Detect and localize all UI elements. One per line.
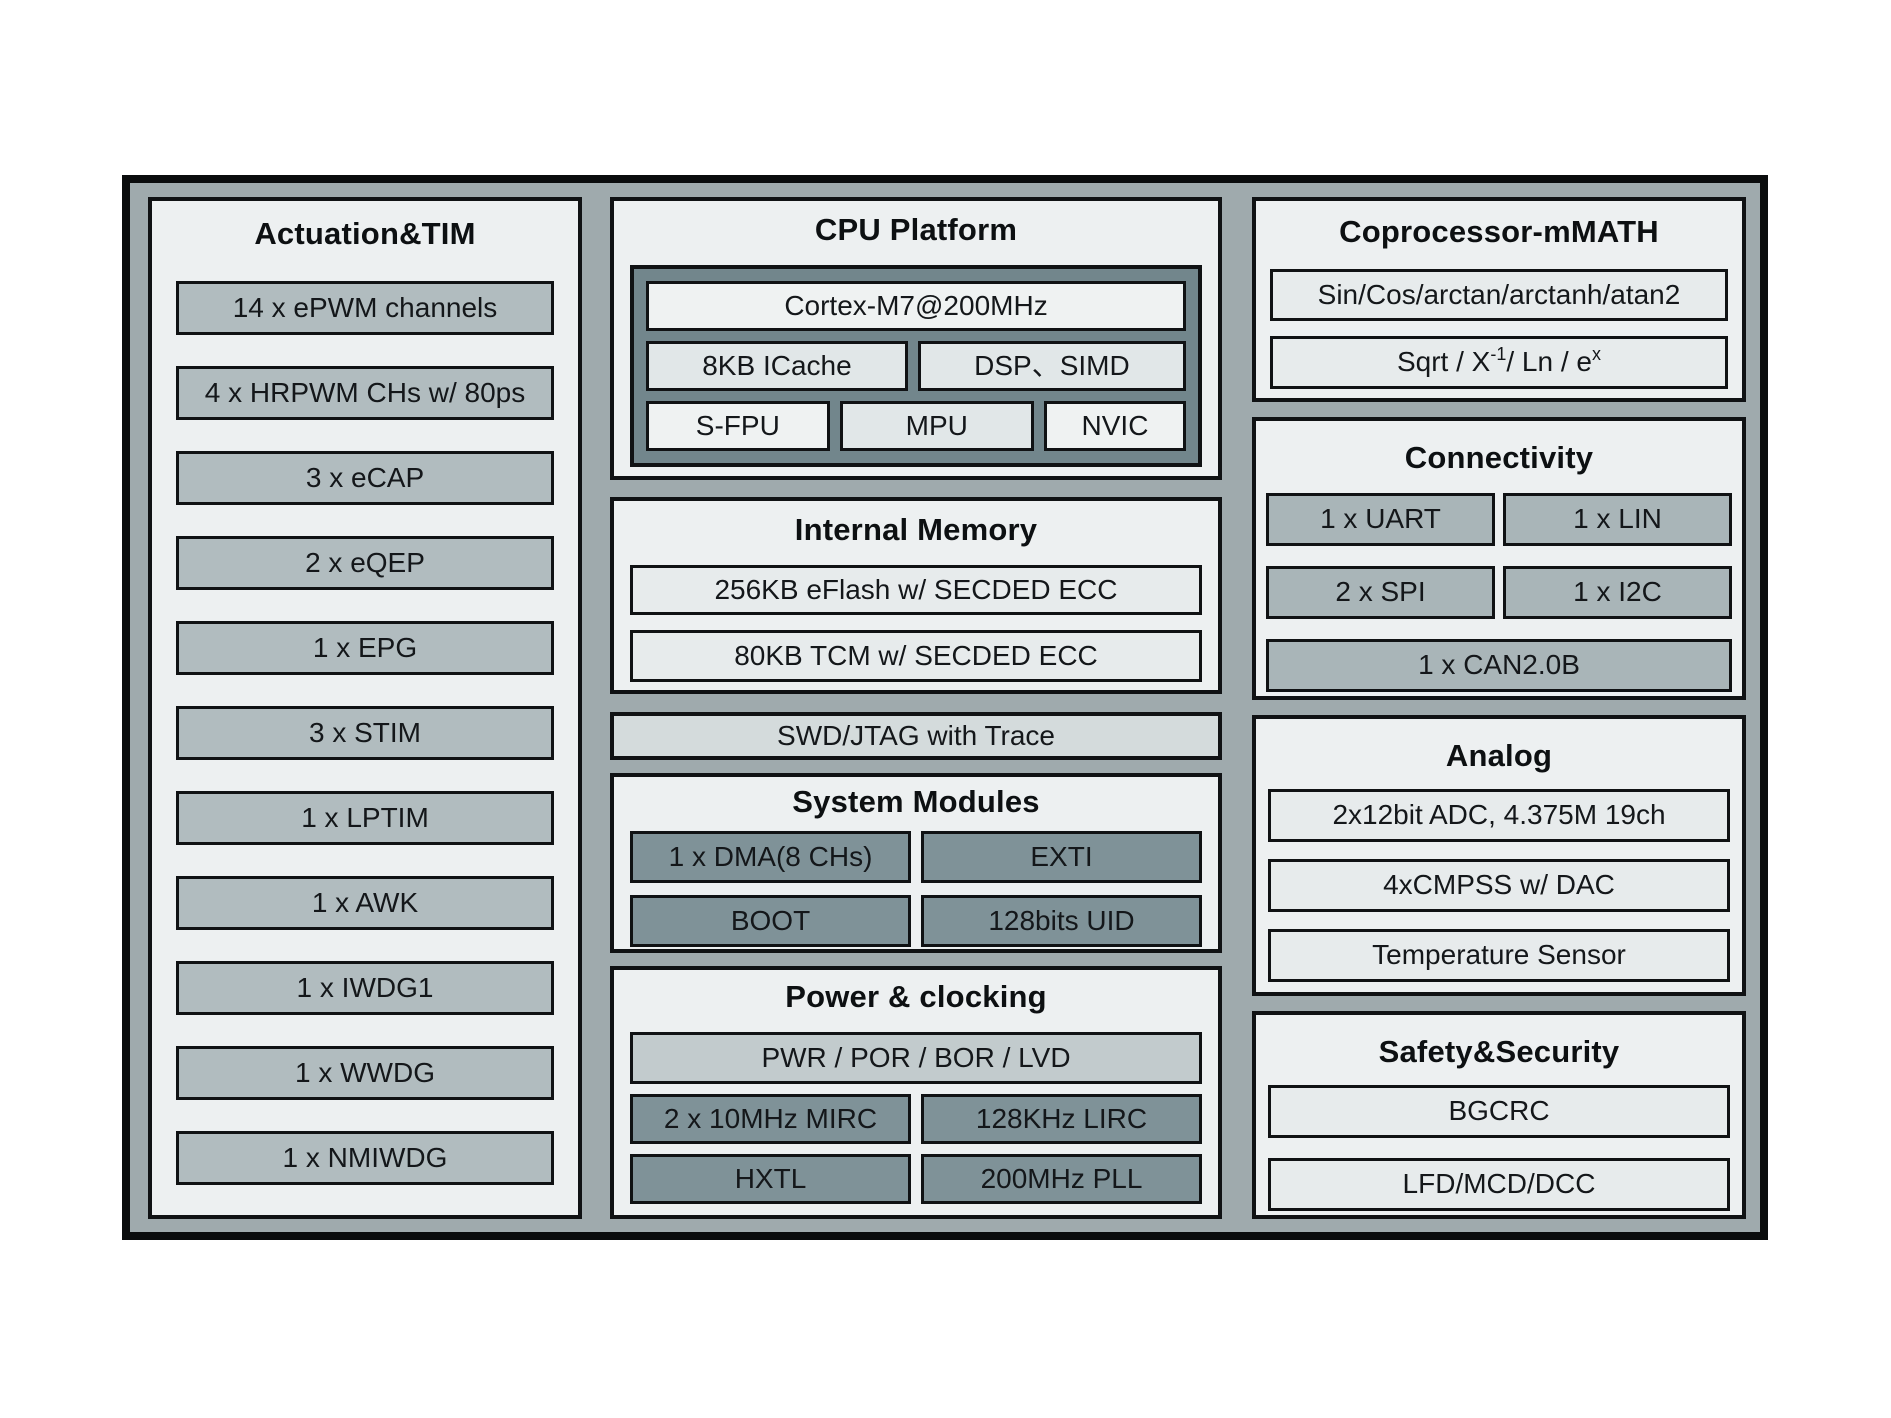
block-cortex-core: Cortex-M7@200MHz <box>646 281 1186 331</box>
block-mirc: 2 x 10MHz MIRC <box>630 1094 911 1144</box>
block-hxtl: HXTL <box>630 1154 911 1204</box>
block-awk: 1 x AWK <box>176 876 554 930</box>
system-modules-grid: 1 x DMA(8 CHs) EXTI BOOT 128bits UID <box>630 831 1202 947</box>
panel-cpu-platform: CPU Platform Cortex-M7@200MHz 8KB ICache… <box>610 197 1222 480</box>
block-uart: 1 x UART <box>1266 493 1495 546</box>
block-pwr-por-bor-lvd: PWR / POR / BOR / LVD <box>630 1032 1202 1084</box>
block-dsp-simd: DSP、SIMD <box>917 341 1186 391</box>
block-lin: 1 x LIN <box>1503 493 1732 546</box>
block-swd-jtag: SWD/JTAG with Trace <box>610 712 1222 760</box>
block-adc: 2x12bit ADC, 4.375M 19ch <box>1268 789 1730 842</box>
sqrt-label-sup-inverse: -1 <box>1490 343 1507 364</box>
power-clocking-title: Power & clocking <box>785 979 1047 1014</box>
connectivity-grid: 1 x UART 1 x LIN 2 x SPI 1 x I2C <box>1266 493 1732 619</box>
panel-coprocessor-mmath: Coprocessor-mMATH Sin/Cos/arctan/arctanh… <box>1252 197 1746 402</box>
system-modules-title: System Modules <box>792 784 1040 819</box>
block-pll: 200MHz PLL <box>921 1154 1202 1204</box>
block-bgcrc: BGCRC <box>1268 1085 1730 1138</box>
block-epg: 1 x EPG <box>176 621 554 675</box>
analog-block-stack: 2x12bit ADC, 4.375M 19ch 4xCMPSS w/ DAC … <box>1256 789 1742 982</box>
cpu-row-cache-dsp: 8KB ICache DSP、SIMD <box>646 341 1186 391</box>
analog-title: Analog <box>1445 738 1553 773</box>
block-lfd-mcd-dcc: LFD/MCD/DCC <box>1268 1158 1730 1211</box>
block-hrpwm: 4 x HRPWM CHs w/ 80ps <box>176 366 554 420</box>
actuation-tim-title: Actuation&TIM <box>254 216 476 251</box>
panel-connectivity: Connectivity 1 x UART 1 x LIN 2 x SPI 1 … <box>1252 417 1746 700</box>
block-dma: 1 x DMA(8 CHs) <box>630 831 911 883</box>
panel-actuation-tim: Actuation&TIM 14 x ePWM channels 4 x HRP… <box>148 197 582 1219</box>
connectivity-title: Connectivity <box>1404 440 1594 475</box>
block-eqep: 2 x eQEP <box>176 536 554 590</box>
block-icache: 8KB ICache <box>646 341 908 391</box>
safety-block-stack: BGCRC LFD/MCD/DCC <box>1256 1085 1742 1211</box>
block-spi: 2 x SPI <box>1266 566 1495 619</box>
actuation-block-stack: 14 x ePWM channels 4 x HRPWM CHs w/ 80ps… <box>152 281 578 1185</box>
sqrt-label-mid: / Ln / e <box>1506 346 1592 378</box>
block-mpu: MPU <box>839 401 1034 451</box>
sqrt-label-sup-exp: x <box>1592 343 1601 364</box>
panel-internal-memory: Internal Memory 256KB eFlash w/ SECDED E… <box>610 497 1222 694</box>
block-exti: EXTI <box>921 831 1202 883</box>
clock-sources-grid: 2 x 10MHz MIRC 128KHz LIRC HXTL 200MHz P… <box>630 1094 1202 1204</box>
block-eflash: 256KB eFlash w/ SECDED ECC <box>630 565 1202 615</box>
block-sfpu: S-FPU <box>646 401 830 451</box>
cpu-row-units: S-FPU MPU NVIC <box>646 401 1186 451</box>
block-nvic: NVIC <box>1043 401 1186 451</box>
sqrt-label-pre: Sqrt / X <box>1396 346 1491 378</box>
diagram-frame: Actuation&TIM 14 x ePWM channels 4 x HRP… <box>122 175 1768 1240</box>
cpu-platform-title: CPU Platform <box>814 212 1018 247</box>
block-nmiwdg: 1 x NMIWDG <box>176 1131 554 1185</box>
coprocessor-block-stack: Sin/Cos/arctan/arctanh/atan2 Sqrt / X-1 … <box>1256 269 1742 389</box>
panel-system-modules: System Modules 1 x DMA(8 CHs) EXTI BOOT … <box>610 773 1222 953</box>
block-tcm: 80KB TCM w/ SECDED ECC <box>630 630 1202 682</box>
coprocessor-title: Coprocessor-mMATH <box>1339 214 1659 249</box>
cpu-core-container: Cortex-M7@200MHz 8KB ICache DSP、SIMD S-F… <box>630 265 1202 467</box>
memory-block-stack: 256KB eFlash w/ SECDED ECC 80KB TCM w/ S… <box>614 565 1218 682</box>
block-epwm: 14 x ePWM channels <box>176 281 554 335</box>
panel-analog: Analog 2x12bit ADC, 4.375M 19ch 4xCMPSS … <box>1252 715 1746 996</box>
internal-memory-title: Internal Memory <box>794 512 1038 547</box>
block-can: 1 x CAN2.0B <box>1266 639 1732 692</box>
block-temp-sensor: Temperature Sensor <box>1268 929 1730 982</box>
block-cmpss: 4xCMPSS w/ DAC <box>1268 859 1730 912</box>
block-iwdg1: 1 x IWDG1 <box>176 961 554 1015</box>
panel-power-clocking: Power & clocking PWR / POR / BOR / LVD 2… <box>610 966 1222 1219</box>
block-boot: BOOT <box>630 895 911 947</box>
panel-safety-security: Safety&Security BGCRC LFD/MCD/DCC <box>1252 1011 1746 1219</box>
block-i2c: 1 x I2C <box>1503 566 1732 619</box>
block-stim: 3 x STIM <box>176 706 554 760</box>
block-uid: 128bits UID <box>921 895 1202 947</box>
block-lirc: 128KHz LIRC <box>921 1094 1202 1144</box>
block-lptim: 1 x LPTIM <box>176 791 554 845</box>
block-wwdg: 1 x WWDG <box>176 1046 554 1100</box>
block-trig-functions: Sin/Cos/arctan/arctanh/atan2 <box>1270 269 1728 321</box>
block-ecap: 3 x eCAP <box>176 451 554 505</box>
safety-security-title: Safety&Security <box>1378 1034 1620 1069</box>
